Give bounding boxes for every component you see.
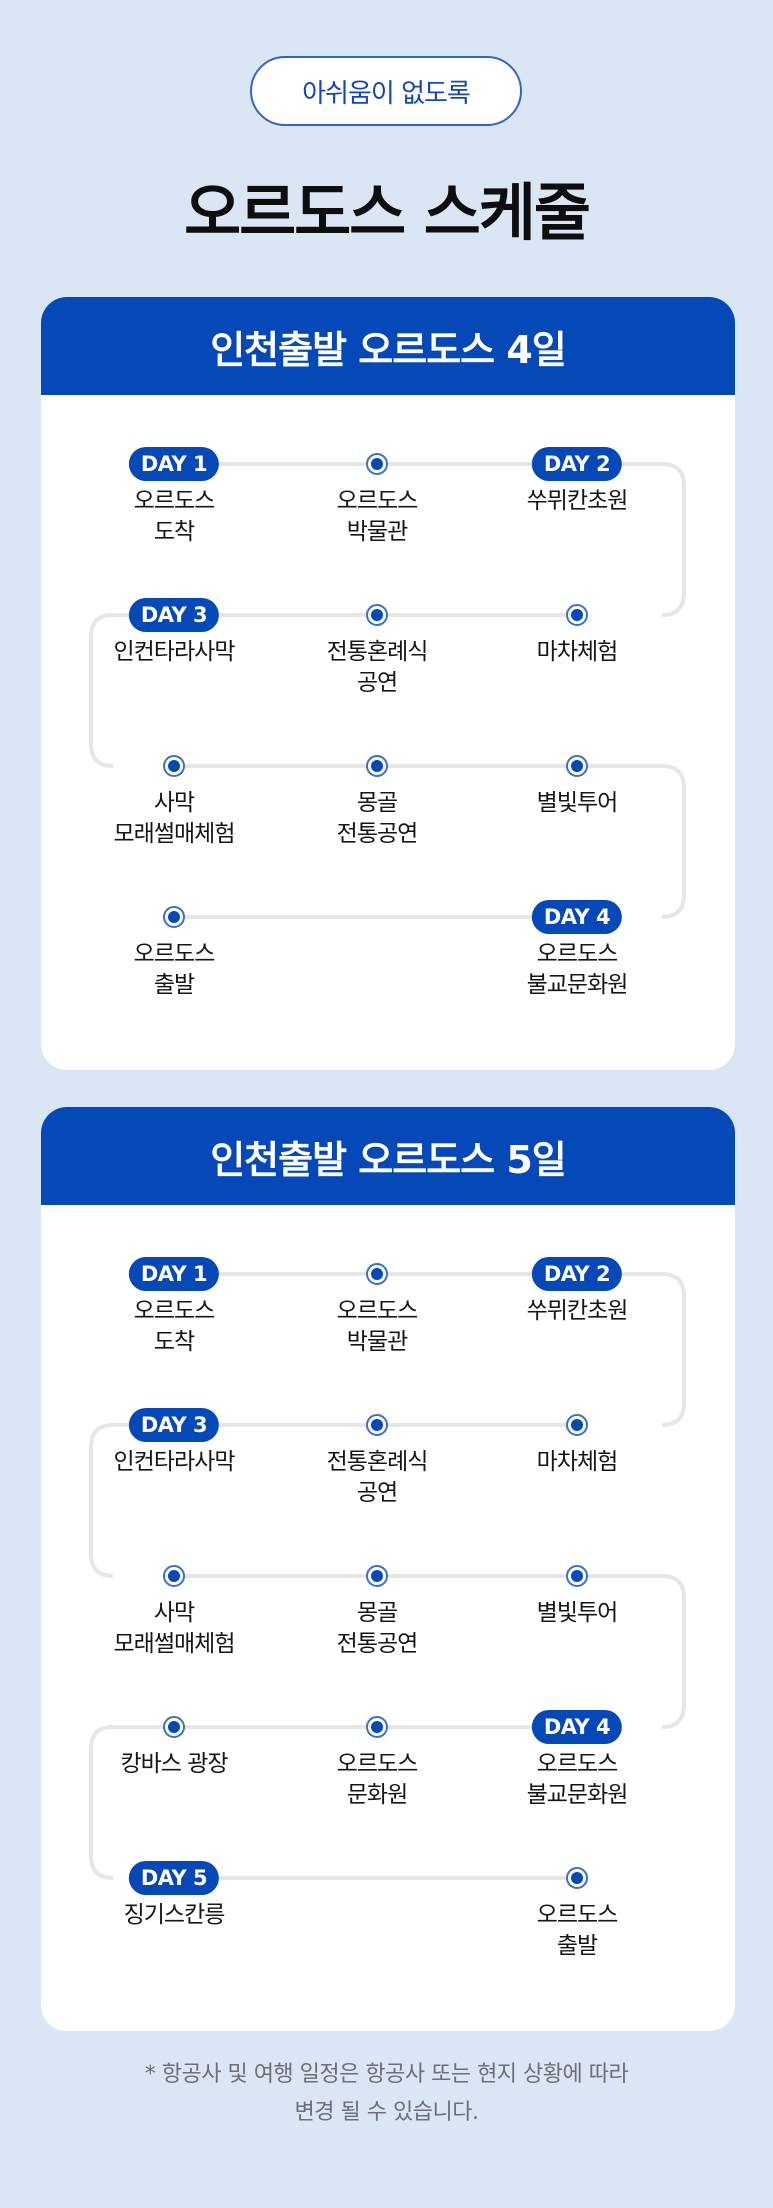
stop-label: 마차체험 [536,639,619,665]
dot-icon [566,1867,588,1889]
day-badge: DAY 1 [128,447,220,481]
page-title: 오르도스 스케줄 [184,176,591,249]
schedule-card-5day: 인천출발 오르도스 5일 DAY 1 오르도스 도착 오르도스 박물관 DAY 2 쑤뮈… [41,1107,735,2031]
dot-icon [366,453,388,475]
schedule-card-4day: 인천출발 오르도스 4일 DAY 1 오르도스 도착 오르도스 박물관 DAY 2 쑤뮈… [41,297,735,1070]
stop-dot-icon [366,453,388,475]
slogan-bubble: 아쉬움이 없도록 [250,56,522,126]
stop-dot-icon [366,1414,388,1436]
dot-icon [566,1565,588,1587]
stop-label: 징기스칸릉 [123,1902,226,1928]
day-badge: DAY 5 [128,1861,220,1895]
stop-label: 사막 모래썰매체험 [113,790,236,847]
stop-label: 오르도스 박물관 [336,488,419,545]
stop-dot-icon [163,1716,185,1738]
day-badge: DAY 1 [128,1257,220,1291]
dot-icon [366,1263,388,1285]
dot-icon [566,1414,588,1436]
stop-label: 인컨타라사막 [113,1449,236,1475]
stop-label: 오르도스 불교문화원 [526,1751,629,1808]
stop-label: 오르도스 불교문화원 [526,941,629,998]
day-badge: DAY 4 [531,1710,623,1744]
day-badge: DAY 2 [531,1257,623,1291]
card-header: 인천출발 오르도스 5일 [41,1107,735,1205]
stop-dot-icon [163,1565,185,1587]
stop-label: 쑤뮈칸초원 [526,1298,629,1324]
stop-label: 오르도스 박물관 [336,1298,419,1355]
card-header: 인천출발 오르도스 4일 [41,297,735,395]
stop-dot-icon [366,755,388,777]
dot-icon [366,1565,388,1587]
footnote: * 항공사 및 여행 일정은 항공사 또는 현지 상황에 따라 변경 될 수 있… [144,2062,629,2125]
day-badge: DAY 3 [128,1408,220,1442]
dot-icon [566,604,588,626]
dot-icon [366,1716,388,1738]
stop-label: 오르도스 출발 [133,941,216,998]
stop-label: 전통혼례식 공연 [326,1449,429,1506]
stop-dot-icon [366,1263,388,1285]
stop-dot-icon [366,604,388,626]
dot-icon [566,755,588,777]
day-badge: DAY 2 [531,447,623,481]
stop-label: 캉바스 광장 [120,1751,228,1777]
stop-label: 몽골 전통공연 [336,1600,419,1657]
stop-label: 마차체험 [536,1449,619,1475]
stop-label: 몽골 전통공연 [336,790,419,847]
stop-label: 인컨타라사막 [113,639,236,665]
dot-icon [163,1565,185,1587]
stop-label: 별빛투어 [536,1600,619,1626]
stop-dot-icon [566,1867,588,1889]
stop-label: 전통혼례식 공연 [326,639,429,696]
stop-label: 오르도스 도착 [133,1298,216,1355]
dot-icon [366,604,388,626]
stop-dot-icon [566,1414,588,1436]
stop-label: 사막 모래썰매체험 [113,1600,236,1657]
stop-label: 쑤뮈칸초원 [526,488,629,514]
dot-icon [366,755,388,777]
stop-label: 별빛투어 [536,790,619,816]
stop-label: 오르도스 출발 [536,1902,619,1959]
dot-icon [163,906,185,928]
stop-dot-icon [163,906,185,928]
stop-dot-icon [566,755,588,777]
stop-label: 오르도스 도착 [133,488,216,545]
day-badge: DAY 4 [531,900,623,934]
stop-dot-icon [566,604,588,626]
dot-icon [366,1414,388,1436]
stop-dot-icon [366,1716,388,1738]
stop-label: 오르도스 문화원 [336,1751,419,1808]
stop-dot-icon [566,1565,588,1587]
stop-dot-icon [366,1565,388,1587]
dot-icon [163,1716,185,1738]
day-badge: DAY 3 [128,598,220,632]
stop-dot-icon [163,755,185,777]
dot-icon [163,755,185,777]
